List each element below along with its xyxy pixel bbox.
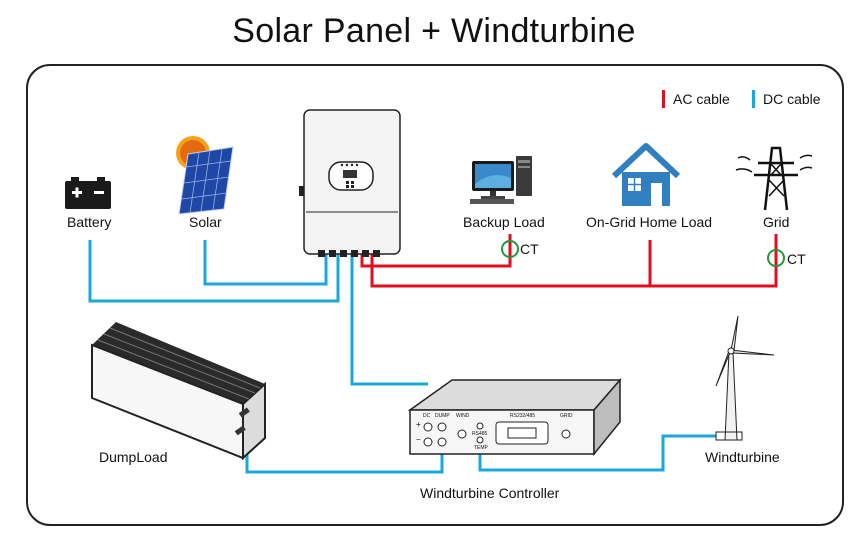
windturbine-controller-label: Windturbine Controller	[420, 485, 560, 501]
battery-label: Battery	[67, 214, 112, 230]
ac-cables	[360, 234, 778, 288]
backup-load-label: Backup Load	[463, 214, 545, 230]
ct-sensor-backup	[501, 240, 519, 258]
controller-plus-label: +	[416, 420, 421, 429]
legend-dc-label: DC cable	[763, 91, 821, 107]
controller-dc-cable	[350, 254, 428, 386]
solar-dc-cable	[203, 240, 328, 286]
windturbine-icon	[715, 315, 775, 441]
legend-ac-label: AC cable	[673, 91, 730, 107]
page-title: Solar Panel + Windturbine	[232, 12, 636, 50]
legend-ac-swatch	[662, 90, 665, 108]
legend-dc-swatch	[752, 90, 755, 108]
windturbine-dc-cable	[478, 434, 716, 472]
diagram-frame	[26, 64, 844, 526]
solar-panel-icon	[176, 136, 234, 215]
controller-dc-label: DC	[423, 413, 431, 419]
windturbine-label: Windturbine	[705, 449, 780, 465]
ct-label-backup: CT	[520, 241, 539, 257]
legend-ac: AC cable	[662, 90, 730, 108]
battery-dc-cable	[88, 240, 340, 303]
controller-dump-label: DUMP	[435, 413, 450, 419]
controller-wind-label: WIND	[456, 413, 470, 419]
house-icon	[611, 143, 681, 206]
windturbine-controller	[407, 377, 622, 457]
battery-icon	[65, 177, 111, 209]
computer-icon	[470, 156, 532, 204]
grid-tower-icon	[735, 146, 813, 211]
backup-load-ac-cable	[360, 234, 512, 268]
dump-load-icon	[91, 322, 266, 461]
controller-rs-label: RS232/485	[510, 413, 536, 419]
ct-sensor-grid	[767, 249, 785, 267]
grid-ac-cable	[370, 234, 778, 288]
controller-rs485-label: RS485	[472, 431, 488, 437]
ct-label-grid: CT	[787, 251, 806, 267]
legend-dc: DC cable	[752, 90, 821, 108]
dump-load-label: DumpLoad	[99, 449, 168, 465]
controller-grid-label: GRID	[560, 413, 573, 419]
inverter-display	[328, 161, 374, 191]
controller-temp-label: TEMP	[474, 445, 488, 451]
controller-minus-label: −	[416, 435, 421, 444]
dc-cables	[88, 240, 716, 474]
grid-label: Grid	[763, 214, 790, 230]
hybrid-inverter	[299, 109, 401, 257]
ongrid-home-load-label: On-Grid Home Load	[586, 214, 713, 230]
solar-label: Solar	[189, 214, 222, 230]
